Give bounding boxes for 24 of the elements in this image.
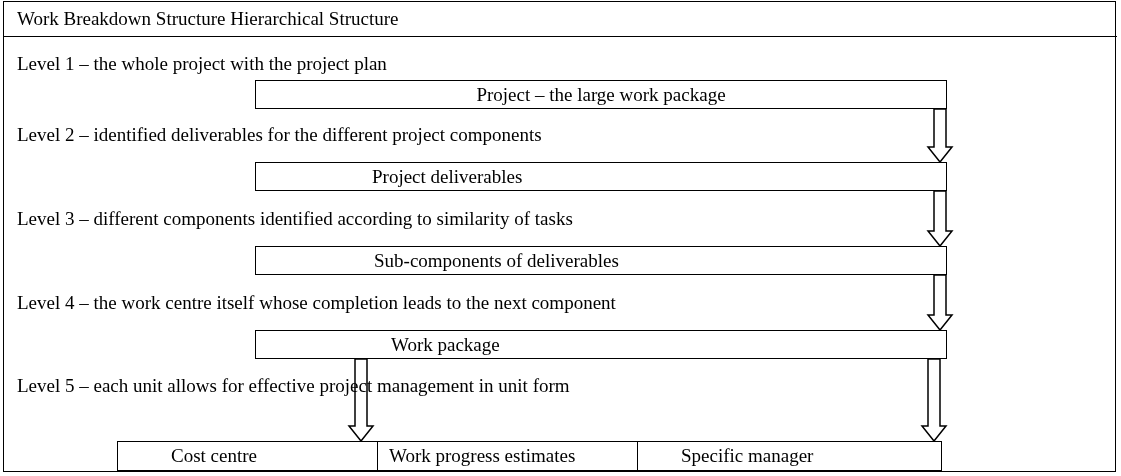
diagram-title: Work Breakdown Structure Hierarchical Structure	[17, 7, 399, 31]
level-box	[255, 246, 947, 275]
block-arrow	[347, 358, 375, 443]
box-label: Cost centre	[171, 445, 257, 467]
level-box	[255, 80, 947, 109]
level-description: Level 1 – the whole project with the project plan	[17, 52, 387, 76]
box-label: Work package	[391, 333, 500, 356]
level-box	[255, 330, 947, 359]
level-box	[255, 162, 947, 191]
level-description: Level 4 – the work centre itself whose completion leads to the next component	[17, 291, 616, 315]
level-box	[117, 441, 378, 471]
box-label: Project – the large work package	[476, 83, 726, 106]
level-description: Level 2 – identified deliverables for the different project components	[17, 123, 542, 147]
block-arrow	[920, 358, 948, 443]
block-arrow	[926, 274, 954, 332]
level-box	[637, 441, 942, 471]
box-label: Project deliverables	[372, 165, 523, 188]
box-label: Work progress estimates	[389, 445, 576, 467]
block-arrow	[926, 108, 954, 164]
block-arrow	[926, 190, 954, 248]
level-box	[377, 441, 638, 471]
box-label: Specific manager	[681, 445, 814, 467]
box-label: Sub-components of deliverables	[374, 249, 619, 272]
level-description: Level 3 – different components identified according to similarity of tasks	[17, 207, 573, 231]
